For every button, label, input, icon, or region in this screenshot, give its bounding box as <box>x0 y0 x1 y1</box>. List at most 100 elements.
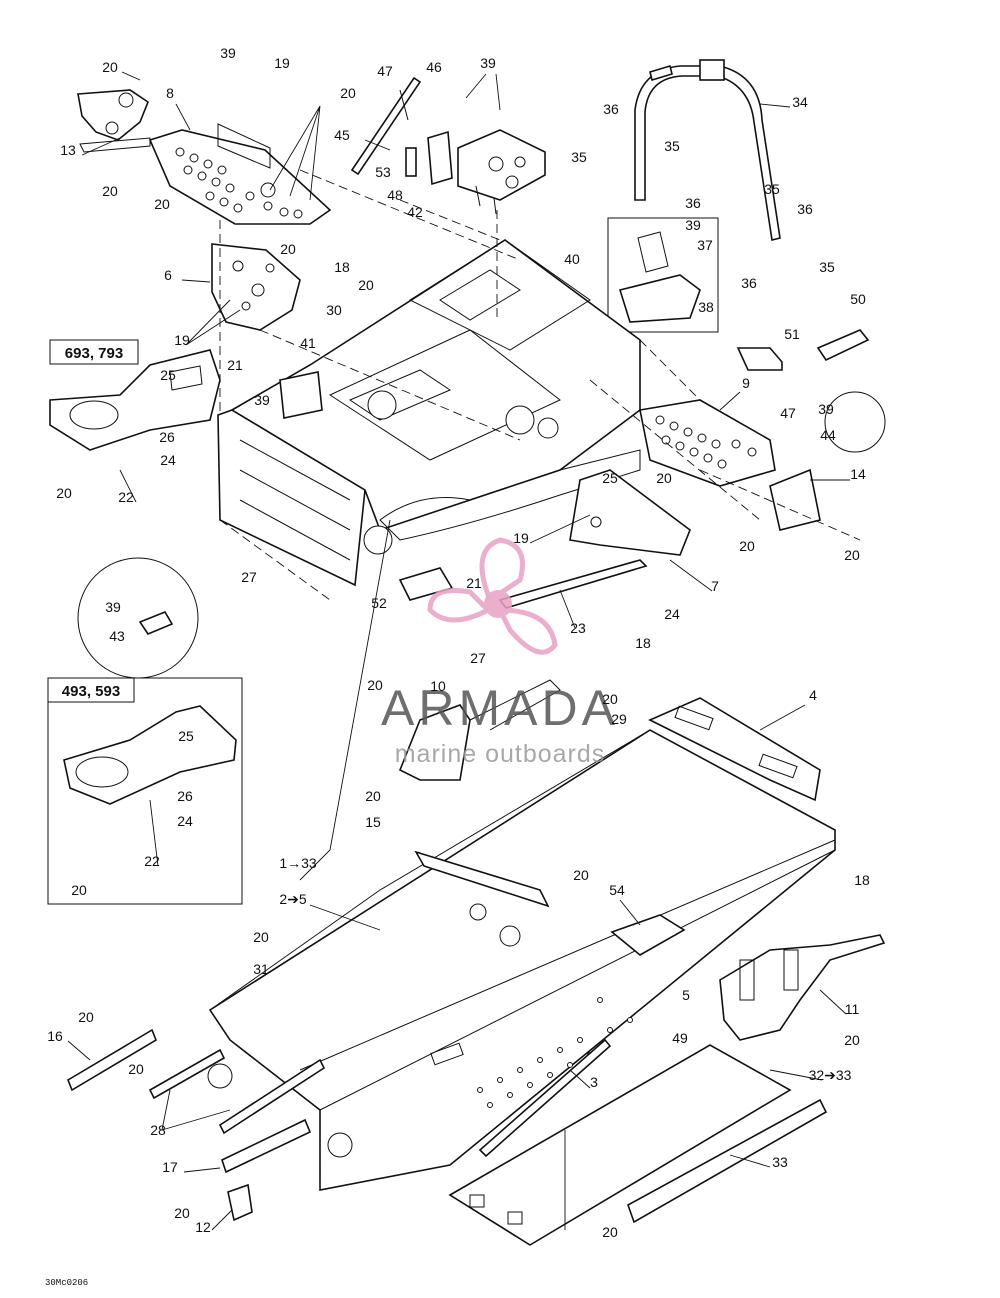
assembly-lines <box>219 169 861 601</box>
part-callout-c43: 20 <box>56 485 72 501</box>
part-41-bracket <box>279 371 323 419</box>
part-11-bracket <box>719 934 886 1041</box>
watermark-brand: ARMADA <box>381 680 619 736</box>
part-callout-c51: 14 <box>850 466 866 482</box>
part-callout-c86: 16 <box>47 1028 63 1044</box>
leader-lines <box>67 71 850 1231</box>
part-13-bracket <box>77 89 151 153</box>
part-callout-c18: 35 <box>664 138 680 154</box>
part-callout-c36: 19 <box>174 332 190 348</box>
part-50-clip <box>816 329 870 362</box>
part-6-bracket <box>211 243 301 331</box>
part-callout-c5: 13 <box>60 142 76 158</box>
part-callout-c69: 4 <box>809 687 817 703</box>
detail-circle-39-43 <box>77 557 199 679</box>
part-callout-c27: 38 <box>698 299 714 315</box>
part-42-plate <box>457 129 546 215</box>
part-52-bracket <box>398 567 454 601</box>
watermark-logo: ARMADA marine outboards <box>381 537 619 768</box>
part-callout-c61: 24 <box>664 606 680 622</box>
part-callout-c59: 52 <box>371 595 387 611</box>
part-callout-c54: 20 <box>844 547 860 563</box>
part-callout-c3: 19 <box>274 55 290 71</box>
model-box-label-493-593: 493, 593 <box>62 683 120 700</box>
part-8-footrest <box>148 123 332 225</box>
part-callout-c14: 48 <box>387 187 403 203</box>
part-38-bracket <box>618 231 701 323</box>
part-callout-c37: 41 <box>300 335 316 351</box>
part-callout-c71: 26 <box>177 788 193 804</box>
part-callout-c26: 35 <box>819 259 835 275</box>
part-callout-c10: 46 <box>426 59 442 75</box>
part-callout-c42: 24 <box>160 452 176 468</box>
part-callout-c80: 54 <box>609 882 625 898</box>
propeller-hub-icon <box>484 590 512 618</box>
part-16-rail <box>67 1028 157 1092</box>
part-callout-c25: 36 <box>741 275 757 291</box>
part-callout-c98: 20 <box>602 1224 618 1240</box>
part-callout-c72: 24 <box>177 813 193 829</box>
part-51-bracket <box>736 347 783 371</box>
part-callout-c83: 31 <box>253 961 269 977</box>
tunnel-main <box>207 729 836 1191</box>
part-callout-c90: 20 <box>128 1061 144 1077</box>
part-callout-c56: 27 <box>241 569 257 585</box>
part-callout-c45: 9 <box>742 375 750 391</box>
part-callout-c52: 19 <box>513 530 529 546</box>
part-callout-c77: 1→33 <box>279 855 317 871</box>
part-callout-c40: 39 <box>254 392 270 408</box>
part-callout-c2: 39 <box>220 45 236 61</box>
part-callout-c93: 28 <box>150 1122 166 1138</box>
chassis-front-frame <box>217 239 641 587</box>
part-28-rail <box>148 1048 326 1135</box>
part-callout-c75: 20 <box>365 788 381 804</box>
part-callout-c88: 49 <box>672 1030 688 1046</box>
part-32-slide <box>448 1044 792 1246</box>
part-callout-c96: 20 <box>174 1205 190 1221</box>
part-callout-c28: 50 <box>850 291 866 307</box>
part-callout-c11: 39 <box>480 55 496 71</box>
part-callout-c9: 47 <box>377 63 393 79</box>
box-693-793: 693, 793 <box>49 339 221 451</box>
part-callout-c17: 36 <box>603 101 619 117</box>
part-45-46-cable <box>350 76 422 176</box>
part-callout-c32: 6 <box>164 267 172 283</box>
part-callout-c41: 26 <box>159 429 175 445</box>
part-callout-c44: 22 <box>118 489 134 505</box>
part-callout-c35: 30 <box>326 302 342 318</box>
box-493-593: 493, 593 <box>47 677 243 905</box>
part-callout-c47: 39 <box>818 401 834 417</box>
part-callout-c64: 27 <box>470 650 486 666</box>
detail-circle-39-44 <box>824 391 886 453</box>
part-callout-c1: 20 <box>102 59 118 75</box>
part-callout-c55: 7 <box>711 578 719 594</box>
part-callout-c30: 40 <box>564 251 580 267</box>
part-callout-c4: 8 <box>166 85 174 101</box>
part-callout-c34: 20 <box>358 277 374 293</box>
part-34-column <box>634 59 781 241</box>
part-callout-c49: 20 <box>656 470 672 486</box>
part-callout-c84: 5 <box>682 987 690 1003</box>
part-callout-c87: 11 <box>845 1001 860 1017</box>
part-callout-c78: 2➔5 <box>279 891 307 907</box>
part-callout-c23: 39 <box>685 217 701 233</box>
part-callout-c97: 12 <box>195 1219 211 1235</box>
part-callout-c21: 35 <box>764 181 780 197</box>
part-54-cover <box>610 914 686 956</box>
part-14-bracket <box>769 468 821 531</box>
propeller-icon <box>427 537 558 655</box>
part-callout-c39: 25 <box>160 367 176 383</box>
part-callout-c19: 35 <box>571 149 587 165</box>
part-callout-c48: 44 <box>820 427 836 443</box>
drawing-code: 30Mc0206 <box>45 1278 88 1288</box>
model-box-label-693-793: 693, 793 <box>65 345 123 362</box>
part-43-plate <box>138 611 174 635</box>
part-17-rail <box>221 1118 312 1174</box>
part-callout-c57: 39 <box>105 599 121 615</box>
part-7-bracket <box>569 469 691 556</box>
part-callout-c20: 36 <box>685 195 701 211</box>
part-53-48-bracket <box>405 130 453 186</box>
part-3-rail <box>478 1038 612 1158</box>
